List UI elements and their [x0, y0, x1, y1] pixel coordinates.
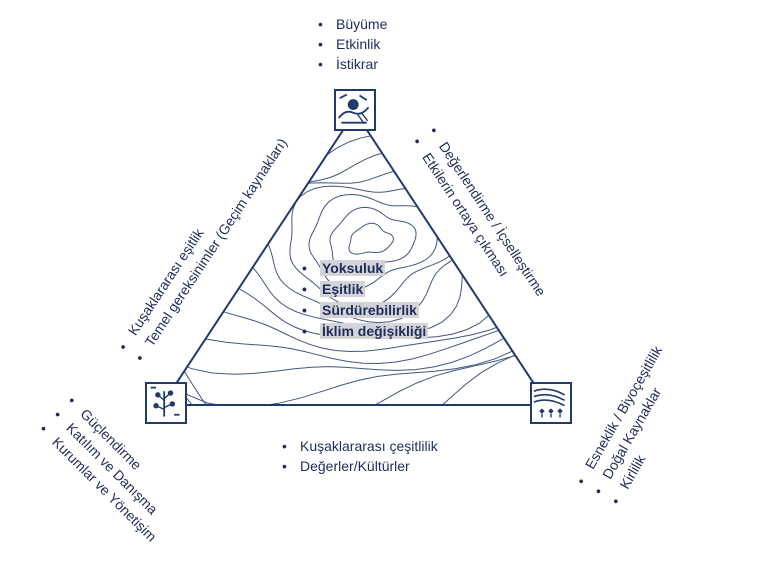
list-item: Eşitlik	[300, 279, 428, 300]
bottom-edge-list: Kuşaklararası çeşitlilik Değerler/Kültür…	[280, 436, 438, 476]
contour-line	[348, 222, 394, 255]
list-item: İklim değişikliği	[300, 321, 429, 342]
center-list: Yoksuluk Eşitlik Sürdürebilirlik İklim d…	[300, 258, 429, 342]
society-icon	[145, 382, 187, 424]
list-item-label: İklim değişikliği	[320, 323, 429, 339]
list-item-label: Sürdürebilirlik	[320, 302, 419, 318]
list-item: Sürdürebilirlik	[300, 300, 428, 321]
list-item: Yoksuluk	[300, 258, 428, 279]
list-item: Kuşaklararası çeşitlilik	[280, 436, 438, 456]
environment-icon	[530, 382, 572, 424]
list-item-label: Yoksuluk	[320, 260, 386, 276]
list-item: Değerler/Kültürler	[280, 456, 438, 476]
contour-line	[162, 112, 548, 405]
list-item: İstikrar	[316, 54, 387, 74]
list-item: Büyüme	[316, 14, 387, 34]
list-item: Etkinlik	[316, 34, 387, 54]
triangle-outline	[160, 110, 550, 406]
contour-line	[162, 112, 548, 405]
list-item-label: Eşitlik	[320, 281, 366, 297]
economy-icon	[334, 89, 376, 131]
top-list: Büyüme Etkinlik İstikrar	[316, 14, 387, 74]
